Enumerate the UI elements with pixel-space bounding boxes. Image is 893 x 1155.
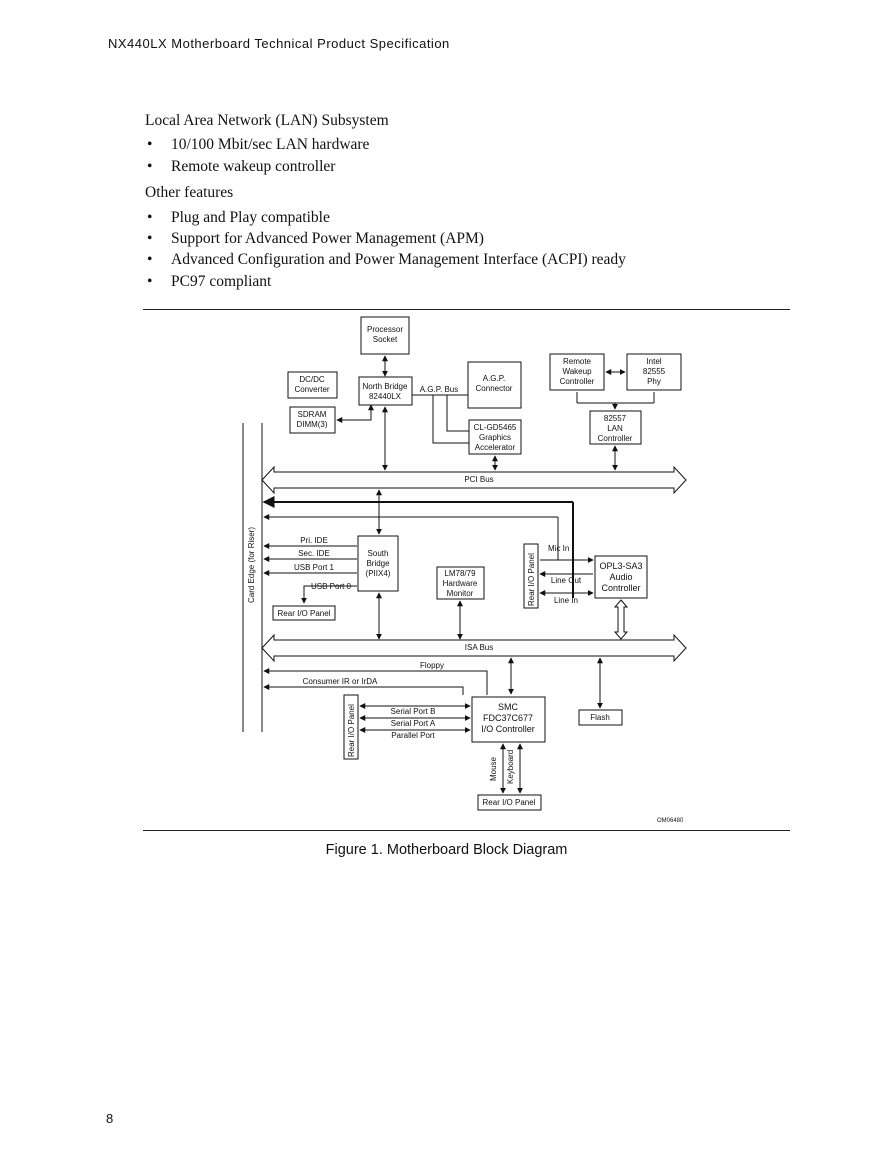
consumer-ir-label: Consumer IR or IrDA	[303, 677, 378, 686]
isa-bus-label: ISA Bus	[465, 643, 493, 652]
intel-phy-box	[626, 353, 682, 391]
figure-id: OM06480	[657, 818, 684, 824]
mouse-label: Mouse	[489, 756, 498, 781]
sec-ide-label: Sec. IDE	[298, 549, 330, 558]
processor-socket-label: Socket	[373, 335, 398, 344]
smc-label: I/O Controller	[481, 724, 535, 734]
bullet: •	[147, 230, 153, 247]
serial-port-b-label: Serial Port B	[391, 707, 436, 716]
pci-bus-label: PCI Bus	[464, 475, 493, 484]
hardware-monitor-box	[436, 566, 485, 600]
audio-controller-label: OPL3-SA3	[599, 561, 642, 571]
page-number: 8	[106, 1111, 114, 1126]
processor-socket-box	[360, 316, 410, 355]
audio-controller-box	[594, 555, 648, 599]
flash-box	[578, 709, 623, 726]
audio-controller-label: Controller	[601, 583, 640, 593]
figure-bottom-rule	[143, 830, 790, 831]
lan-heading: Local Area Network (LAN) Subsystem	[145, 112, 389, 129]
mic-in-label: Mic In	[548, 544, 569, 553]
bullet: •	[147, 251, 153, 268]
graphics-label: Accelerator	[475, 443, 516, 452]
remote-wakeup-label: Wakeup	[562, 367, 592, 376]
sdram-label: DIMM(3)	[296, 420, 327, 429]
south-bridge-label: South	[368, 549, 389, 558]
running-header: NX440LX Motherboard Technical Product Sp…	[108, 36, 450, 51]
agp-bus-label: A.G.P. Bus	[420, 385, 459, 394]
sdram-label: SDRAM	[298, 410, 327, 419]
pri-ide-label: Pri. IDE	[300, 536, 328, 545]
other-item-2: Support for Advanced Power Management (A…	[171, 230, 484, 247]
north-bridge-box	[358, 376, 413, 406]
isa-bus	[261, 633, 687, 663]
rear-io-panel-serial	[343, 694, 359, 760]
intel-phy-label: Intel	[646, 357, 661, 366]
floppy-label: Floppy	[420, 661, 444, 670]
figure-top-rule	[143, 309, 790, 310]
agp-connector-label: A.G.P.	[483, 374, 506, 383]
smc-label: SMC	[498, 702, 519, 712]
line-in-label: Line In	[554, 596, 578, 605]
rear-io-panel-label: Rear I/O Panel	[347, 704, 356, 757]
bullet: •	[147, 209, 153, 226]
remote-wakeup-label: Remote	[563, 357, 592, 366]
south-bridge-label: (PIIX4)	[366, 569, 391, 578]
rear-io-panel-label: Rear I/O Panel	[278, 609, 331, 618]
processor-socket-label: Processor	[367, 325, 403, 334]
usb-port-0-label: USB Port 0	[311, 582, 352, 591]
bullet: •	[147, 136, 153, 153]
rear-io-panel-audio	[523, 543, 539, 609]
other-heading: Other features	[145, 184, 234, 201]
graphics-accelerator-box	[468, 419, 522, 455]
agp-connector-label: Connector	[476, 384, 513, 393]
flash-label: Flash	[590, 713, 610, 722]
south-bridge-label: Bridge	[366, 559, 390, 568]
rear-io-panel-label: Rear I/O Panel	[527, 553, 536, 606]
north-bridge-label: North Bridge	[363, 382, 408, 391]
lan-controller-box	[589, 410, 642, 445]
card-edge-label: Card Edge (for Riser)	[247, 527, 256, 603]
dcdc-label: DC/DC	[299, 375, 325, 384]
figure-caption: Figure 1. Motherboard Block Diagram	[325, 842, 568, 858]
bullet: •	[147, 158, 153, 175]
audio-isa-link	[613, 599, 629, 640]
bullet: •	[147, 273, 153, 290]
intel-phy-label: Phy	[647, 377, 661, 386]
north-bridge-label: 82440LX	[369, 392, 402, 401]
lan-controller-label: Controller	[598, 434, 633, 443]
other-item-1: Plug and Play compatible	[171, 209, 330, 226]
rear-io-panel-label: Rear I/O Panel	[483, 798, 536, 807]
lan-item-2: Remote wakeup controller	[171, 158, 336, 175]
remote-wakeup-label: Controller	[560, 377, 595, 386]
rear-io-panel-usb	[272, 605, 336, 621]
lan-controller-label: LAN	[607, 424, 623, 433]
lan-controller-label: 82557	[604, 414, 627, 423]
other-item-3: Advanced Configuration and Power Managem…	[171, 251, 626, 268]
keyboard-label: Keyboard	[506, 750, 515, 784]
parallel-port-label: Parallel Port	[391, 731, 435, 740]
hw-monitor-label: LM78/79	[444, 569, 476, 578]
audio-controller-label: Audio	[609, 572, 632, 582]
line-out-label: Line Out	[551, 576, 582, 585]
agp-connector-box	[467, 361, 522, 409]
south-bridge-box	[357, 535, 399, 592]
serial-port-a-label: Serial Port A	[391, 719, 436, 728]
rear-io-panel-bottom	[477, 794, 542, 811]
other-item-4: PC97 compliant	[171, 273, 272, 290]
graphics-label: CL-GD5465	[474, 423, 517, 432]
dcdc-label: Converter	[294, 385, 329, 394]
intel-phy-label: 82555	[643, 367, 666, 376]
pci-bus	[261, 465, 687, 495]
smc-label: FDC37C677	[483, 713, 533, 723]
smc-io-controller-box	[471, 696, 546, 743]
graphics-label: Graphics	[479, 433, 511, 442]
lan-item-1: 10/100 Mbit/sec LAN hardware	[171, 136, 370, 153]
remote-wakeup-box	[549, 353, 605, 391]
dcdc-converter-box	[287, 371, 338, 399]
hw-monitor-label: Hardware	[443, 579, 478, 588]
usb-port-1-label: USB Port 1	[294, 563, 335, 572]
sdram-box	[289, 406, 336, 434]
hw-monitor-label: Monitor	[447, 589, 474, 598]
